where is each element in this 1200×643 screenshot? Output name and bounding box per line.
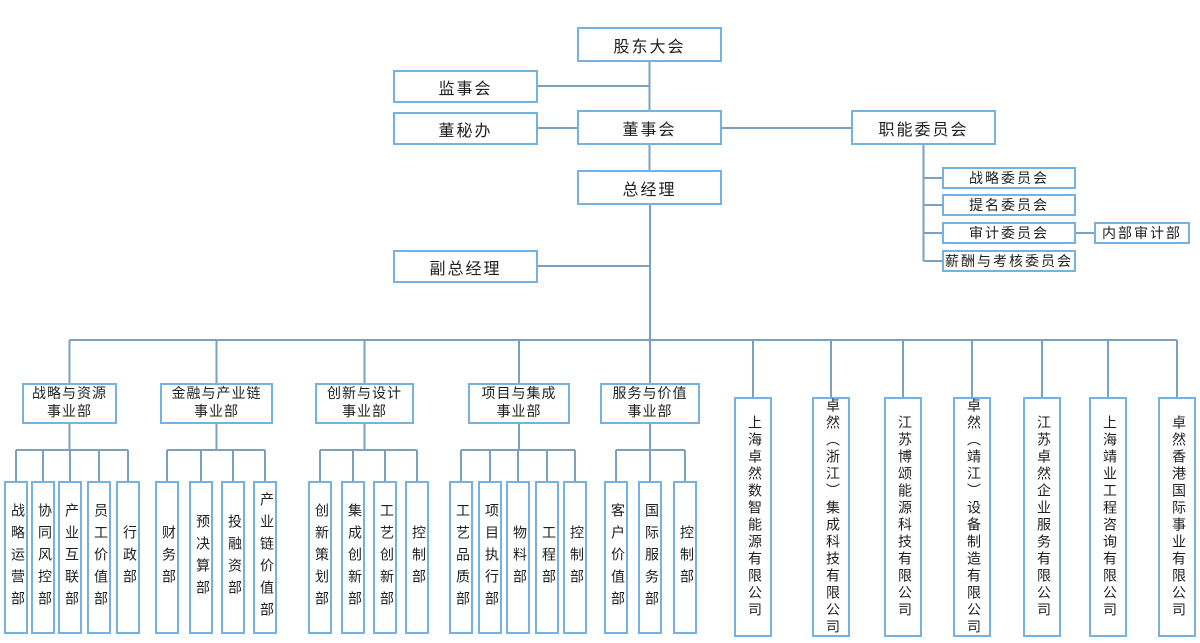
node-subsidiary-zhuoran-hongkong-international: 卓然香港国际事业有限公司 [1158,397,1196,637]
node-dept-customer-value: 客户价值部 [604,481,628,634]
node-compensation-assessment-committee: 薪酬与考核委员会 [942,250,1076,272]
division-label-line: 事业部 [47,404,92,420]
node-shareholders-meeting: 股东大会 [577,27,722,62]
node-dept-investment-financing: 投融资部 [221,481,245,634]
division-subtree-connectors [15,424,686,481]
node-dept-administration: 行政部 [116,481,140,634]
department-label: 国际服务部 [643,502,658,613]
node-dept-control-project-integration: 控制部 [563,481,587,634]
node-dept-process-innovation: 工艺创新部 [373,481,397,634]
department-label: 集成创新部 [346,502,361,613]
department-label: 控制部 [410,524,425,591]
department-label: 客户价值部 [609,502,624,613]
subsidiary-label: 上海靖业工程咨询有限公司 [1101,415,1116,619]
node-dept-international-service: 国际服务部 [638,481,662,634]
department-label: 员工价值部 [92,502,107,613]
department-label: 产业互联部 [63,502,78,613]
node-audit-committee: 审计委员会 [942,222,1076,244]
department-label: 行政部 [121,524,136,591]
node-subsidiary-zhuoran-zhejiang-integration-tech: 卓然（浙江）集成科技有限公司 [812,397,850,637]
node-dept-employee-value: 员工价值部 [87,481,111,634]
node-board-of-directors: 董事会 [577,110,722,145]
node-division-service-value: 服务与价值 事业部 [600,383,700,424]
node-dept-industry-chain-value: 产业链价值部 [253,481,277,634]
department-label: 产业链价值部 [258,491,273,624]
division-label-line: 事业部 [496,404,542,420]
department-label: 财务部 [160,524,175,591]
node-division-finance-industry-chain: 金融与产业链 事业部 [160,383,273,424]
node-internal-audit-dept: 内部审计部 [1094,222,1190,244]
division-label-line: 事业部 [194,404,239,420]
node-dept-innovation-planning: 创新策划部 [308,481,332,634]
division-label-line: 事业部 [342,404,387,420]
node-division-strategy-resources: 战略与资源 事业部 [22,383,117,424]
node-deputy-general-manager: 副总经理 [393,250,538,283]
node-strategy-committee: 战略委员会 [942,167,1076,189]
division-label-line: 金融与产业链 [171,386,262,402]
node-nomination-committee: 提名委员会 [942,194,1076,216]
department-label: 投融资部 [226,513,241,602]
subsidiary-label: 卓然香港国际事业有限公司 [1170,415,1185,619]
division-label-line: 服务与价值 [612,386,688,402]
subsidiary-label: 上海卓然数智能源有限公司 [746,415,761,619]
node-general-manager: 总经理 [577,170,722,205]
department-label: 控制部 [568,524,583,591]
node-subsidiary-shanghai-jingye-engineering-consulting: 上海靖业工程咨询有限公司 [1089,397,1127,637]
node-subsidiary-zhuoran-jingjiang-equipment-manufacturing: 卓然（靖江）设备制造有限公司 [953,397,991,637]
node-division-project-integration: 项目与集成 事业部 [468,383,570,424]
division-label-line: 创新与设计 [327,386,402,402]
node-dept-integrated-innovation: 集成创新部 [341,481,365,634]
node-dept-finance: 财务部 [155,481,179,634]
node-dept-materials: 物料部 [506,481,530,634]
subsidiary-label: 江苏博颂能源科技有限公司 [896,415,911,619]
node-supervisory-board: 监事会 [393,70,538,103]
division-label-line: 战略与资源 [32,386,107,402]
node-dept-control-service-value: 控制部 [673,481,697,634]
department-label: 物料部 [511,524,526,591]
department-label: 工艺品质部 [454,502,469,613]
node-functional-committees: 职能委员会 [851,110,996,145]
node-dept-craft-quality: 工艺品质部 [449,481,473,634]
node-dept-project-execution: 项目执行部 [478,481,502,634]
department-label: 控制部 [678,524,693,591]
department-label: 预决算部 [194,513,209,602]
department-label: 项目执行部 [483,502,498,613]
department-label: 工艺创新部 [378,502,393,613]
department-label: 协同风控部 [36,502,51,613]
subsidiary-label: 江苏卓然企业服务有限公司 [1035,415,1050,619]
subsidiary-label: 卓然（靖江）设备制造有限公司 [965,398,980,636]
node-subsidiary-jiangsu-bosong-energy-tech: 江苏博颂能源科技有限公司 [884,397,922,637]
node-subsidiary-jiangsu-zhuoran-enterprise-service: 江苏卓然企业服务有限公司 [1023,397,1061,637]
node-division-innovation-design: 创新与设计 事业部 [315,383,414,424]
department-label: 工程部 [540,524,555,591]
department-label: 战略运营部 [9,502,24,613]
division-label-line: 项目与集成 [481,386,557,402]
division-label-line: 事业部 [627,404,673,420]
node-dept-industry-interconnection: 产业互联部 [58,481,82,634]
department-label: 创新策划部 [313,502,328,613]
subsidiary-label: 卓然（浙江）集成科技有限公司 [824,398,839,636]
node-dept-budget-final-accounts: 预决算部 [189,481,213,634]
node-subsidiary-shanghai-zhuoran-digital-energy: 上海卓然数智能源有限公司 [734,397,772,637]
node-dept-collaborative-risk-control: 协同风控部 [31,481,55,634]
node-dept-strategy-operations: 战略运营部 [4,481,28,634]
node-dept-engineering: 工程部 [535,481,559,634]
node-board-secretary-office: 董秘办 [393,112,538,145]
node-dept-control-innovation-design: 控制部 [405,481,429,634]
